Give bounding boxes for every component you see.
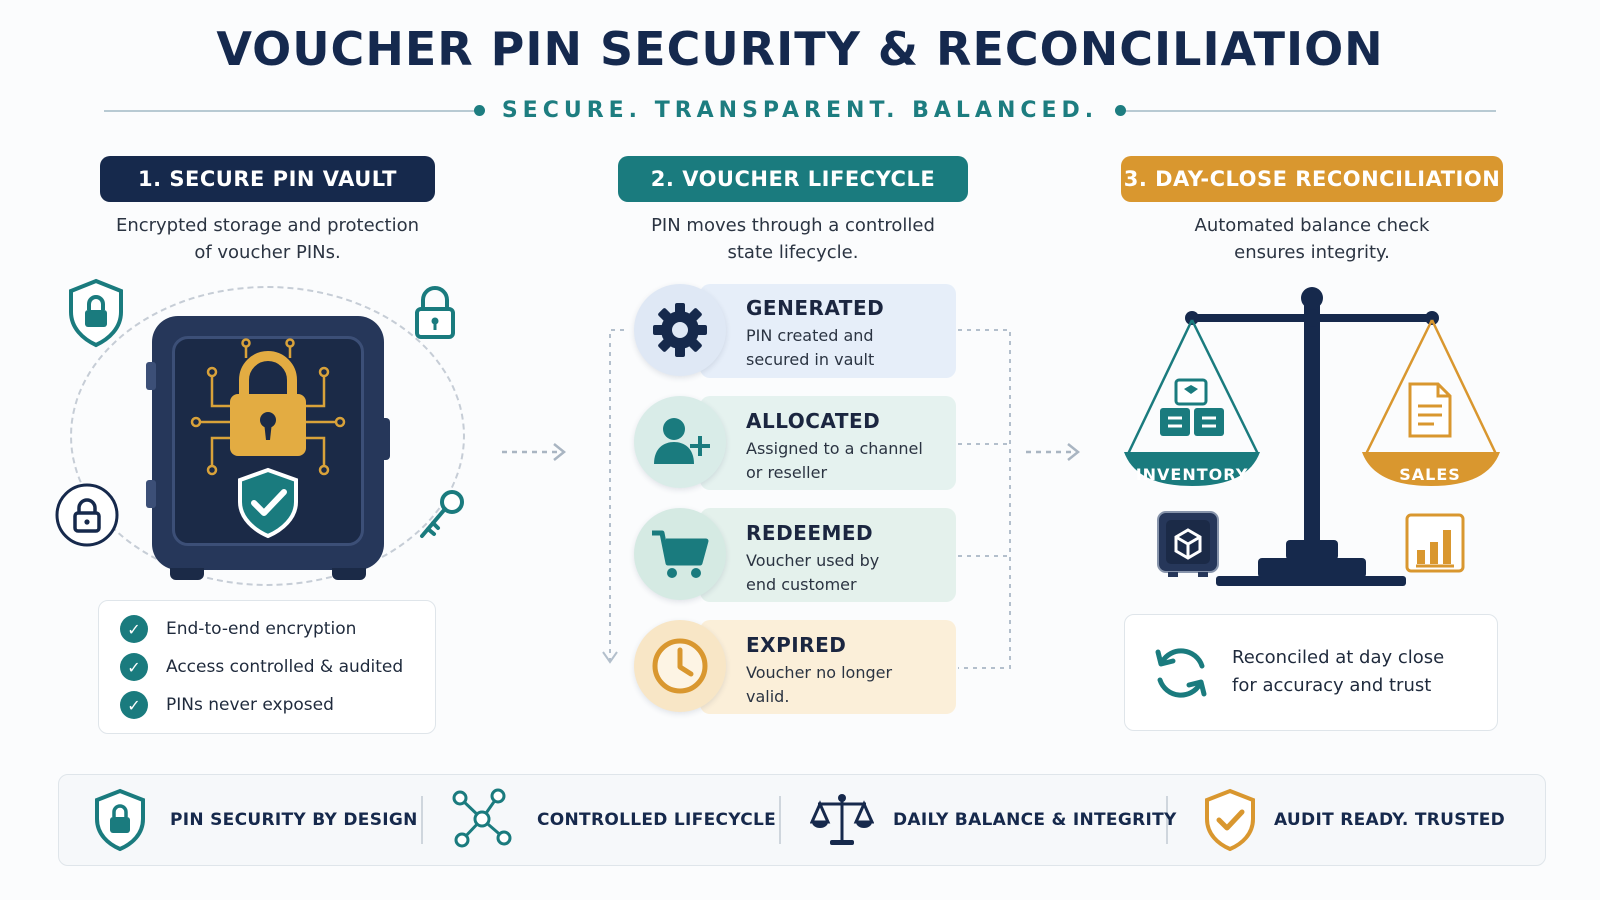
reconciliation-heading: 3. DAY-CLOSE RECONCILIATION (1121, 156, 1503, 202)
state-desc-line: end customer (746, 575, 857, 594)
divider-dot-left (474, 105, 485, 116)
vault-hinge-bottom (146, 480, 156, 508)
scales-icon (810, 794, 874, 845)
vault-handle (382, 418, 390, 460)
lifecycle-description-line2: state lifecycle. (727, 242, 859, 263)
footer-divider (1166, 796, 1168, 844)
vault-description-line1: Encrypted storage and protection (115, 215, 420, 236)
gear-icon (653, 303, 707, 357)
lock-circle-icon (55, 483, 119, 547)
page-title: VOUCHER PIN SECURITY & RECONCILIATION (216, 22, 1384, 76)
shield-lock-icon (95, 788, 145, 852)
inventory-boxes-icon (1160, 378, 1224, 436)
state-desc-line: Voucher used by (746, 551, 880, 570)
vault-foot-right (332, 568, 366, 580)
state-title-expired: EXPIRED (746, 633, 847, 657)
sales-pan-label: SALES (1399, 465, 1461, 484)
list-item: ✓ End-to-end encryption (120, 614, 356, 644)
circuit-padlock-icon (190, 338, 346, 539)
reconciliation-result-card (1124, 614, 1498, 731)
vault-feature-list (98, 600, 436, 734)
divider-left (104, 110, 474, 112)
reconciliation-result-text: Reconciled at day close for accuracy and… (1232, 644, 1444, 700)
list-item: ✓ Access controlled & audited (120, 652, 403, 682)
state-icon-circle (634, 284, 726, 376)
bar-chart-icon (1405, 513, 1465, 573)
result-line: for accuracy and trust (1232, 675, 1432, 696)
vault-heading: 1. SECURE PIN VAULT (100, 156, 435, 202)
state-title-allocated: ALLOCATED (746, 409, 881, 433)
state-title-generated: GENERATED (746, 296, 885, 320)
footer-label-pin-security: PIN SECURITY BY DESIGN (170, 810, 418, 830)
balance-scale-icon (1124, 287, 1500, 586)
feature-label: PINs never exposed (166, 695, 334, 715)
lifecycle-heading: 2. VOUCHER LIFECYCLE (618, 156, 968, 202)
state-desc-line: Voucher no longer (746, 663, 893, 682)
user-plus-icon (654, 418, 710, 464)
reconciliation-description: Automated balance check ensures integrit… (1121, 212, 1503, 266)
state-desc-line: PIN created and (746, 326, 874, 345)
padlock-icon (415, 286, 455, 339)
check-icon: ✓ (120, 691, 148, 719)
state-desc-line: or reseller (746, 463, 828, 482)
lifecycle-description-line1: PIN moves through a controlled (651, 215, 935, 236)
footer-label-balance: DAILY BALANCE & INTEGRITY (893, 810, 1177, 830)
footer-label-lifecycle: CONTROLLED LIFECYCLE (537, 810, 777, 830)
state-desc-line: secured in vault (746, 350, 875, 369)
check-icon: ✓ (120, 615, 148, 643)
check-icon: ✓ (120, 653, 148, 681)
vault-hinge-top (146, 362, 156, 390)
document-icon (1408, 382, 1452, 438)
lifecycle-flow-lines (602, 329, 1011, 669)
lifecycle-description: PIN moves through a controlled state lif… (618, 212, 968, 266)
page-subtitle: SECURE. TRANSPARENT. BALANCED. (501, 98, 1099, 123)
inventory-pan-label: INVENTORY (1135, 465, 1249, 484)
feature-label: Access controlled & audited (166, 657, 404, 677)
state-card-redeemed (700, 508, 956, 602)
state-icon-circle (634, 508, 726, 600)
state-card-allocated (700, 396, 956, 490)
arrow-right-icon (1026, 443, 1081, 461)
state-card-generated (700, 284, 956, 378)
list-item: ✓ PINs never exposed (120, 690, 334, 720)
reconciliation-description-line1: Automated balance check (1194, 215, 1430, 236)
state-desc-allocated: Assigned to a channel or reseller (746, 437, 923, 485)
vault-description: Encrypted storage and protection of vouc… (100, 212, 435, 266)
state-desc-line: Assigned to a channel (746, 439, 923, 458)
shield-check-icon (1205, 788, 1255, 852)
vault-orbit-ring (70, 286, 465, 586)
divider-right (1126, 110, 1496, 112)
state-desc-expired: Voucher no longer valid. (746, 661, 892, 709)
vault-foot-left (170, 568, 204, 580)
state-title-redeemed: REDEEMED (746, 521, 874, 545)
clock-icon (652, 638, 708, 694)
vault-description-line2: of voucher PINs. (194, 242, 341, 263)
key-icon (420, 490, 464, 538)
network-icon (452, 788, 512, 848)
shield-lock-icon (69, 278, 123, 348)
state-desc-redeemed: Voucher used by end customer (746, 549, 879, 597)
arrow-right-icon (502, 443, 567, 461)
footer-divider (779, 796, 781, 844)
reconciliation-description-line2: ensures integrity. (1234, 242, 1390, 263)
state-icon-circle (634, 396, 726, 488)
result-line: Reconciled at day close (1232, 647, 1445, 668)
footer-divider (421, 796, 423, 844)
refresh-icon (1155, 648, 1207, 698)
state-icon-circle (634, 620, 726, 712)
state-card-expired (700, 620, 956, 714)
mini-vault-icon (1157, 511, 1219, 577)
divider-dot-right (1115, 105, 1126, 116)
state-desc-line: valid. (746, 687, 790, 706)
feature-label: End-to-end encryption (166, 619, 357, 639)
footer-label-audit: AUDIT READY. TRUSTED (1274, 810, 1506, 830)
footer-bar (58, 774, 1546, 866)
cart-icon (652, 530, 709, 578)
state-desc-generated: PIN created and secured in vault (746, 324, 874, 372)
